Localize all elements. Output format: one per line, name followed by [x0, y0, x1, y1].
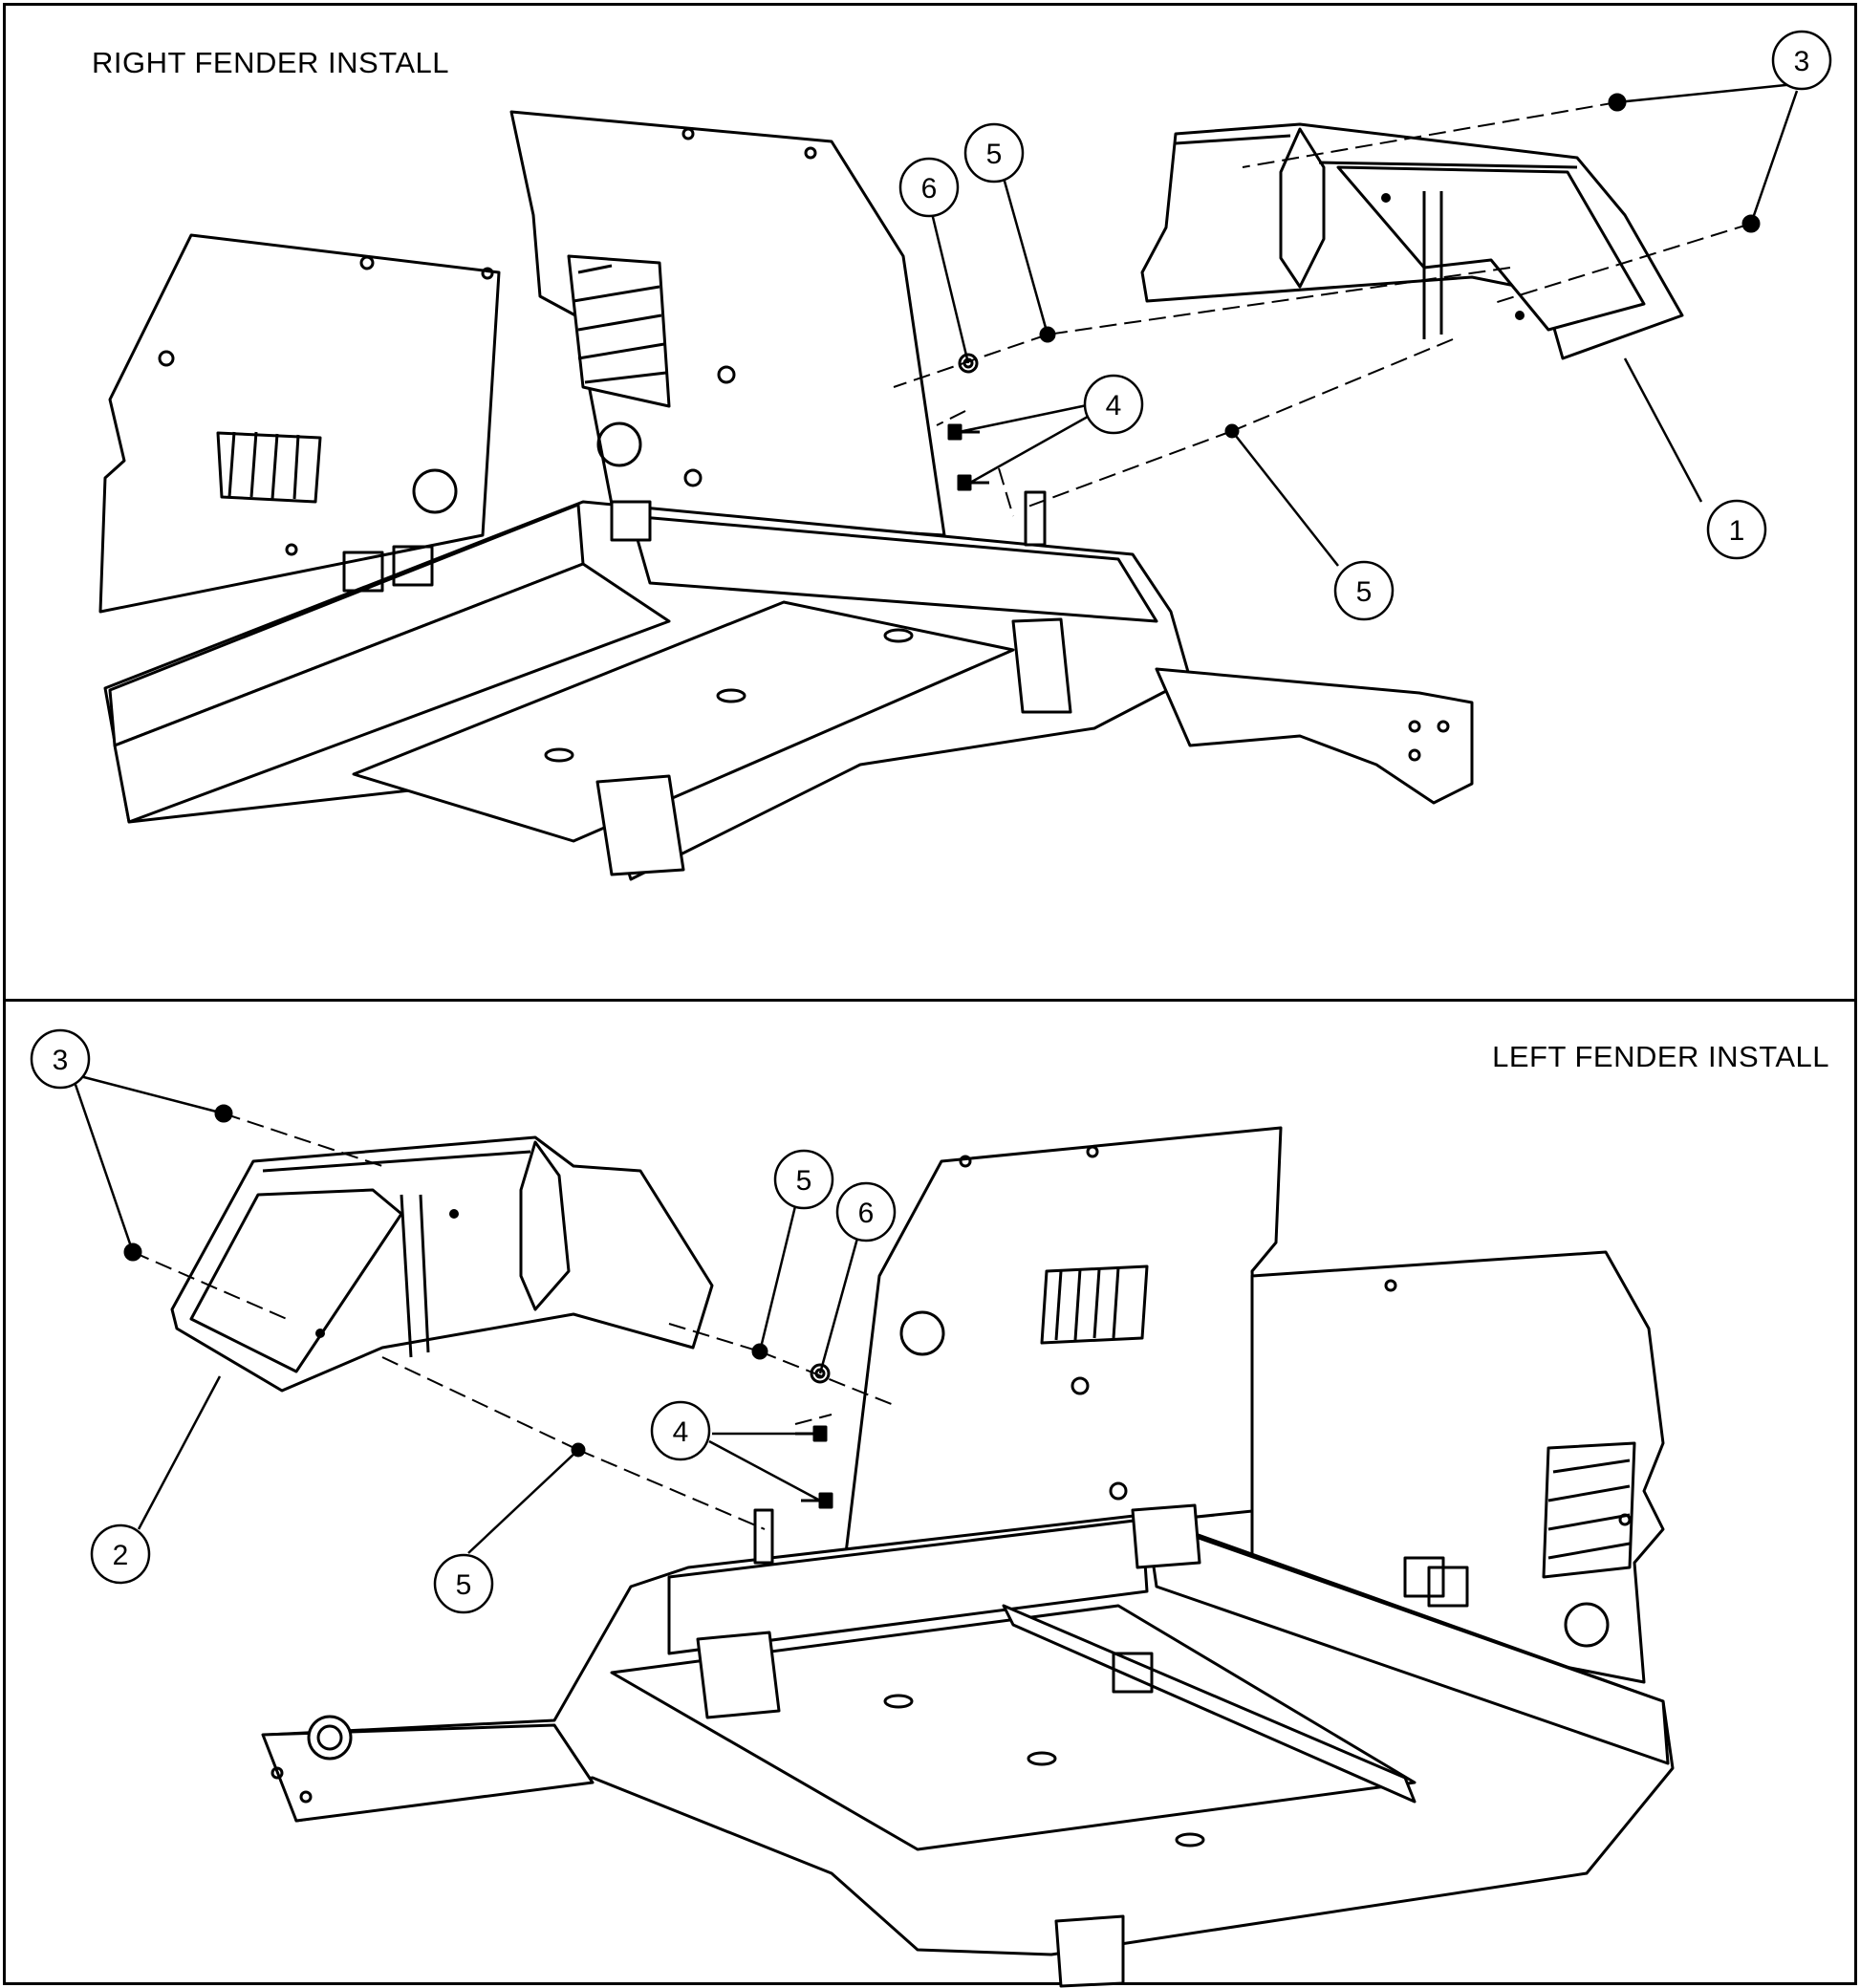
top-washer — [958, 353, 979, 374]
bottom-fender — [170, 1135, 714, 1393]
bottom-bracket-tab — [753, 1508, 774, 1565]
top-bolt-lower — [957, 474, 989, 491]
top-floor-frame — [103, 500, 1474, 881]
callout-labels: 3 6 5 4 1 5 3 5 6 4 2 5 — [53, 46, 1810, 1601]
callout-bottom-2: 2 — [113, 1540, 129, 1571]
callout-bottom-5-upper: 5 — [796, 1165, 812, 1197]
bottom-bolt-lower — [801, 1492, 833, 1509]
bottom-leaders — [73, 1073, 860, 1554]
callout-bottom-5-lower: 5 — [456, 1569, 472, 1601]
top-dashed-guides — [893, 101, 1752, 517]
top-fasteners — [947, 93, 1761, 547]
bottom-dashed-guides — [132, 1113, 895, 1530]
callout-bottom-4: 4 — [673, 1416, 689, 1448]
top-left-panel — [98, 233, 501, 614]
top-fender — [1140, 122, 1684, 360]
callout-top-5-lower: 5 — [1356, 576, 1373, 608]
callout-bottom-3: 3 — [53, 1045, 69, 1076]
callout-top-4: 4 — [1106, 390, 1122, 421]
callout-top-6: 6 — [921, 173, 938, 205]
callout-top-5-upper: 5 — [986, 139, 1003, 170]
bottom-floor-frame — [261, 1503, 1675, 1988]
callout-circles — [30, 30, 1832, 1614]
bottom-right-panel — [1250, 1250, 1665, 1684]
callout-top-1: 1 — [1729, 515, 1745, 547]
bottom-washer — [810, 1363, 831, 1384]
callout-bottom-6: 6 — [858, 1198, 875, 1229]
top-leaders — [930, 82, 1799, 567]
bottom-seat-back-plate — [844, 1126, 1283, 1555]
callout-top-3: 3 — [1794, 46, 1810, 77]
right-fender-title: RIGHT FENDER INSTALL — [92, 46, 450, 79]
top-seat-back-plate — [509, 110, 946, 537]
top-bracket-tab — [1024, 490, 1047, 547]
left-fender-title: LEFT FENDER INSTALL — [1492, 1040, 1829, 1073]
